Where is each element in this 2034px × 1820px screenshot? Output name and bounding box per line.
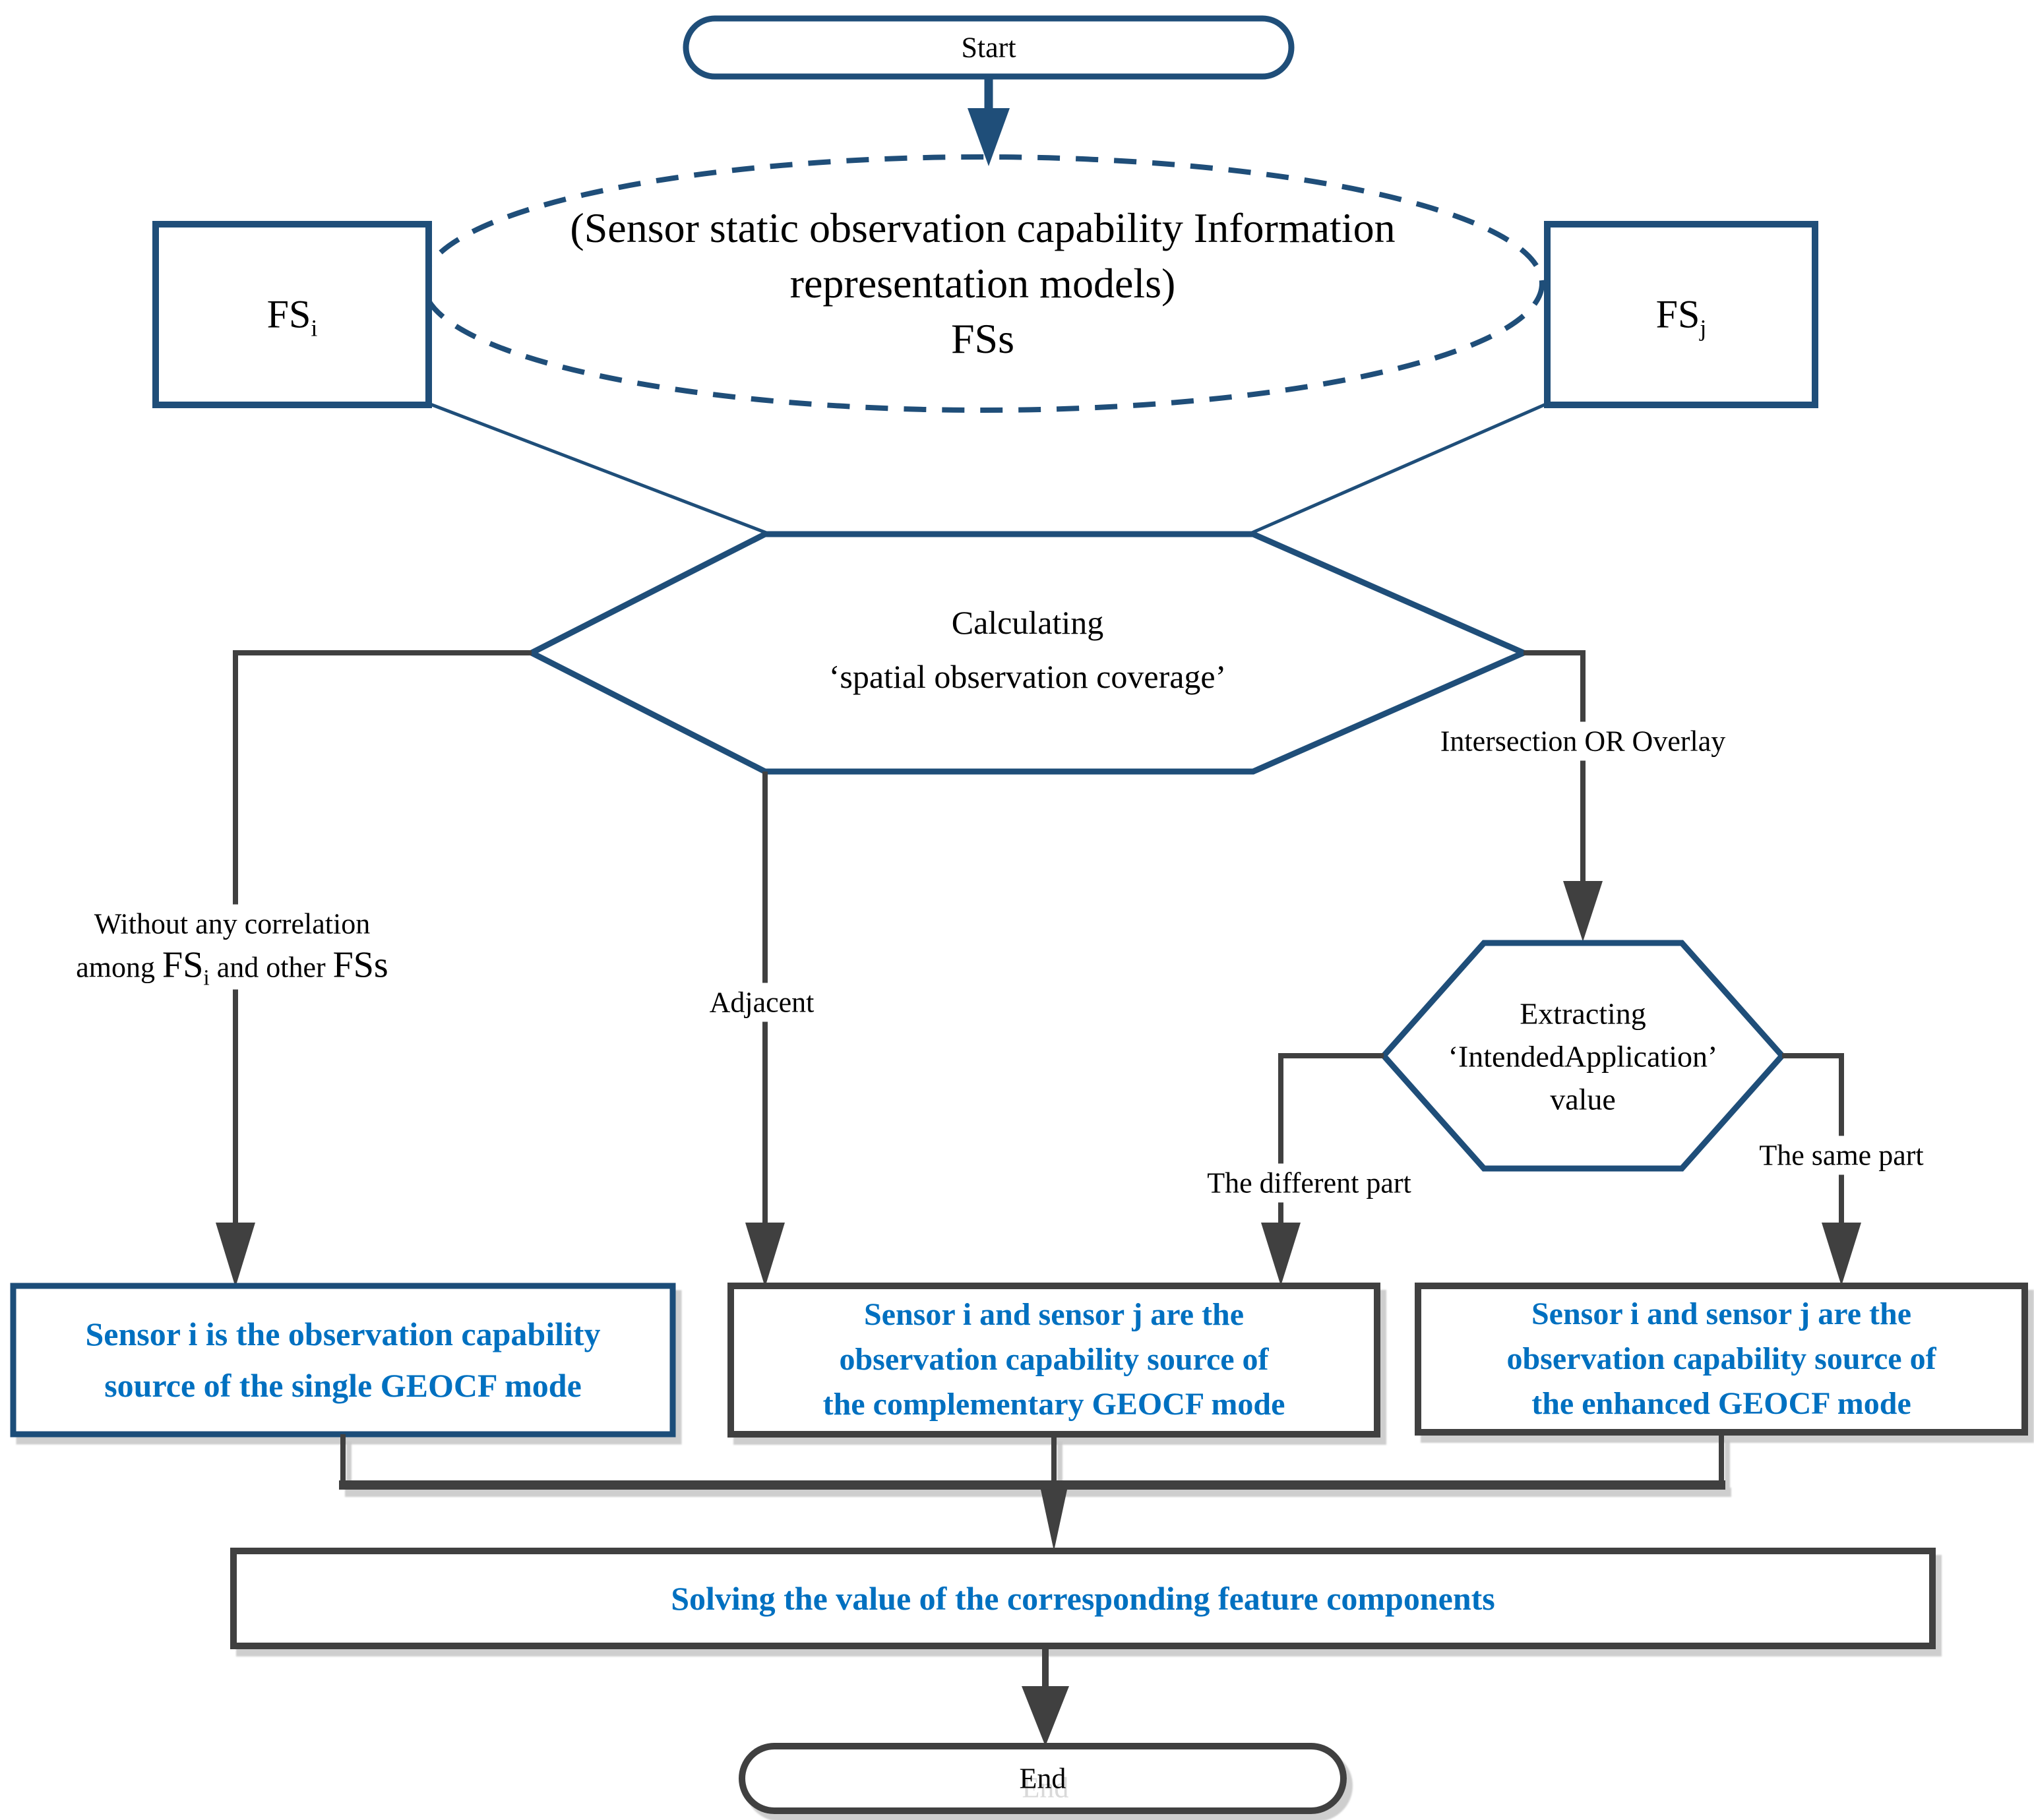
calc-hexagon-line1: Calculating (951, 603, 1104, 641)
fs-j-label: FSj (1656, 290, 1707, 340)
solving-box-label: Solving the value of the corresponding f… (671, 1579, 1495, 1617)
without-correlation-line1: Without any correlation (94, 907, 371, 940)
complementary-box-line3: the complementary GEOCF mode (822, 1387, 1285, 1422)
single-box-shape (10, 1283, 676, 1438)
without-fs-i-sub: i (203, 965, 210, 990)
extract-hexagon-line1: Extracting (1520, 996, 1646, 1031)
fsj-to-hexagon-connector (1250, 402, 1549, 535)
fsi-to-hexagon-connector (428, 402, 767, 535)
without-part2: and other (216, 951, 326, 984)
fs-i-base: FS (266, 292, 311, 336)
without-fs-i: FSi (162, 944, 210, 989)
models-ellipse-line3: FSs (950, 315, 1015, 362)
enhanced-box-line1: Sensor i and sensor j are the (1531, 1296, 1912, 1331)
end-arrow-head (1022, 1686, 1069, 1746)
complementary-box-line1: Sensor i and sensor j are the (863, 1297, 1245, 1332)
extract-hexagon-line2: ‘IntendedApplication’ (1448, 1039, 1718, 1074)
complementary-box-label: Sensor i and sensor j are the observatio… (823, 1292, 1285, 1427)
merge-bus (339, 1432, 1725, 1490)
without-correlation-label: Without any correlation among FSi and ot… (67, 904, 398, 990)
intersection-overlay-label: Intersection OR Overlay (1431, 721, 1735, 761)
without-part1: among (76, 951, 156, 984)
start-arrow-head (968, 108, 1010, 166)
without-branch-line (233, 650, 532, 1228)
single-box-line2: source of the single GEOCF mode (104, 1367, 582, 1404)
intersection-branch-line (1524, 650, 1586, 886)
bus-to-solving-arrow-head (1041, 1490, 1067, 1551)
calc-hexagon-shape (525, 531, 1531, 775)
fs-j-sub: j (1700, 315, 1707, 342)
models-ellipse-line2: representation models) (789, 260, 1176, 307)
complementary-box-line2: observation capability source of (839, 1342, 1269, 1377)
end-terminator-shape (739, 1743, 1347, 1814)
enhanced-box-line2: observation capability source of (1506, 1341, 1936, 1376)
models-ellipse-line1: (Sensor static observation capability In… (570, 204, 1396, 251)
end-label: End (1019, 1762, 1066, 1795)
same-branch-arrow-head (1822, 1223, 1861, 1286)
fs-i-box-shape (152, 221, 432, 408)
without-fs-i-base: FS (162, 944, 204, 986)
different-part-label: The different part (1198, 1163, 1421, 1203)
calc-hexagon-line2: ‘spatial observation coverage’ (828, 657, 1227, 695)
complementary-box-shape (727, 1283, 1380, 1438)
enhanced-box-line3: the enhanced GEOCF mode (1531, 1386, 1911, 1421)
enhanced-box-label: Sensor i and sensor j are the observatio… (1506, 1292, 1936, 1426)
adjacent-branch-arrow-head (745, 1223, 785, 1287)
without-correlation-line2: among FSi and other FSs (76, 942, 388, 989)
same-part-label: The same part (1750, 1136, 1933, 1175)
single-box-label: Sensor i is the observation capability s… (85, 1308, 600, 1411)
single-box-line1: Sensor i is the observation capability (85, 1316, 601, 1352)
fs-j-base: FS (1655, 292, 1700, 336)
solving-box-shape (230, 1548, 1936, 1649)
extract-hexagon-line3: value (1550, 1082, 1616, 1116)
different-branch-arrow-head (1261, 1223, 1301, 1286)
without-fs-plural: FSs (332, 944, 388, 986)
adjacent-label: Adjacent (700, 983, 824, 1022)
fs-i-label: FSi (267, 290, 318, 340)
intersection-branch-arrow-head (1563, 881, 1603, 942)
start-label: Start (961, 31, 1016, 64)
without-branch-arrow-head (216, 1223, 255, 1287)
fs-i-sub: i (311, 315, 318, 342)
fs-j-box-shape (1544, 221, 1818, 408)
